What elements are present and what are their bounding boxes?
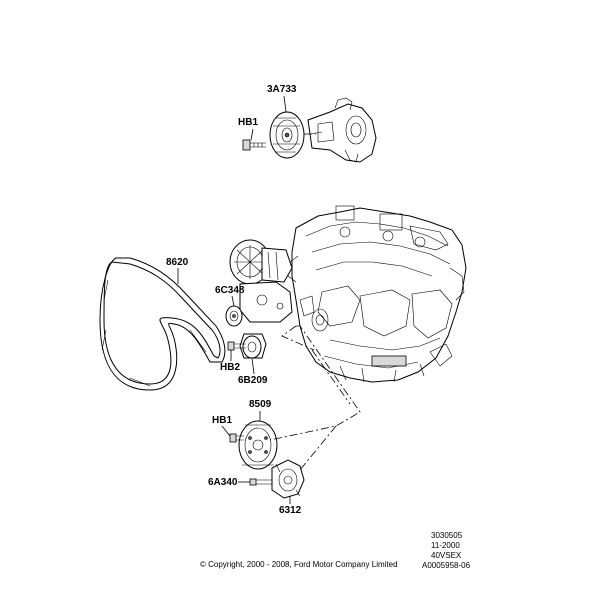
reference-line-4: A0005958-06	[422, 561, 471, 570]
bolt-hb1-top	[242, 139, 266, 151]
callout-6c348: 6C348	[215, 285, 245, 296]
callout-6a340: 6A340	[208, 477, 238, 488]
generator-bracket	[239, 281, 293, 323]
callout-6312: 6312	[279, 505, 302, 516]
reference-line-1: 3030505	[431, 531, 463, 540]
reference-line-2: 11-2000	[431, 541, 460, 550]
leader-lines	[177, 95, 291, 504]
drive-belt	[99, 257, 226, 391]
idler-pulley	[225, 305, 243, 327]
alignment-lines	[269, 133, 361, 471]
power-steering-pulley	[269, 111, 305, 159]
generator	[229, 239, 293, 285]
reference-line-3: 40VSEX	[431, 551, 462, 560]
water-pump-pulley	[238, 420, 278, 470]
callout-6b209: 6B209	[238, 375, 268, 386]
callout-hb2: HB2	[220, 362, 241, 373]
callout-hb1-bottom: HB1	[212, 415, 233, 426]
callout-3a733: 3A733	[267, 84, 297, 95]
callout-8620: 8620	[166, 257, 189, 268]
engine-assembly	[287, 205, 467, 383]
callout-8509: 8509	[249, 399, 272, 410]
callout-hb1-top: HB1	[238, 117, 259, 128]
copyright-notice: © Copyright, 2000 - 2008, Ford Motor Com…	[200, 560, 398, 569]
power-steering-pump	[307, 97, 377, 163]
bolt-hb1-bottom	[229, 433, 244, 443]
bolt-6a340	[249, 478, 272, 486]
water-pump	[271, 459, 305, 499]
belt-tensioner	[239, 333, 267, 359]
